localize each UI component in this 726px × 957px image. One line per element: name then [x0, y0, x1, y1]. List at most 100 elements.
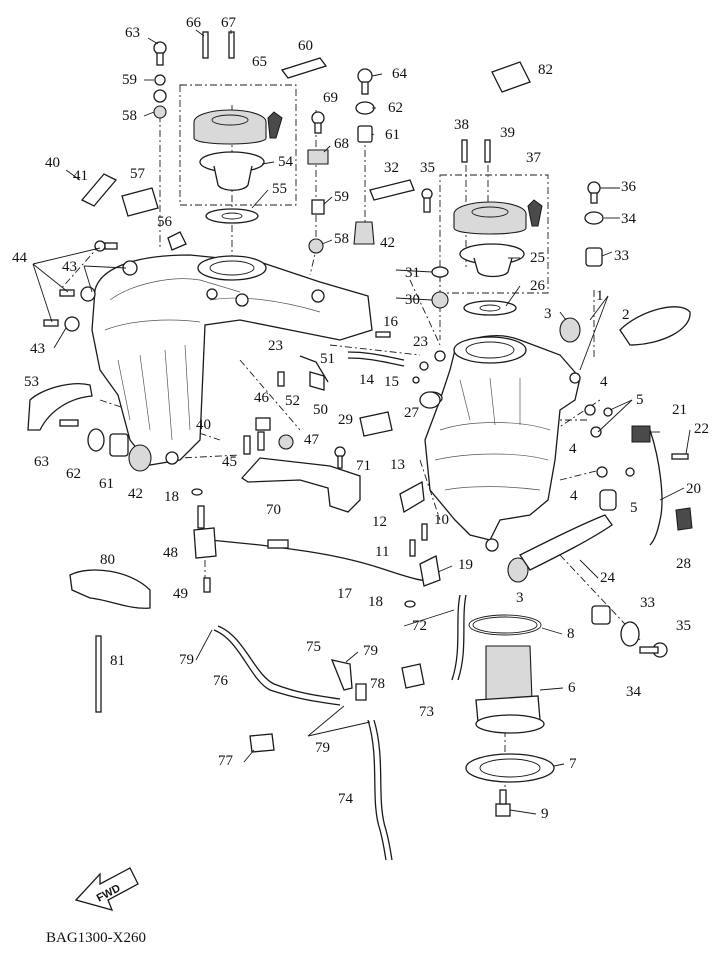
callout-73: 73 — [419, 704, 434, 720]
callout-8: 8 — [567, 626, 575, 642]
callout-5-b: 5 — [630, 500, 638, 516]
callout-14: 14 — [359, 372, 375, 388]
callout-23-right: 23 — [413, 334, 428, 350]
fuel-tank-right-half — [421, 335, 581, 552]
callout-13: 13 — [390, 457, 405, 473]
callout-35-top: 35 — [420, 160, 435, 176]
callout-34-bottom: 34 — [626, 684, 642, 700]
callout-27: 27 — [404, 405, 420, 421]
callout-59-top: 59 — [122, 72, 137, 88]
fwd-arrow-icon: FWD — [74, 867, 139, 911]
callout-26: 26 — [530, 278, 546, 294]
callout-82: 82 — [538, 62, 553, 78]
callout-6: 6 — [568, 680, 576, 696]
pads-and-decals — [27, 57, 691, 609]
callout-39: 39 — [500, 125, 515, 141]
callout-49: 49 — [173, 586, 188, 602]
callout-11: 11 — [375, 544, 389, 560]
callout-61-bottom: 61 — [99, 476, 114, 492]
callout-23-left: 23 — [268, 338, 283, 354]
callout-31: 31 — [405, 265, 420, 281]
callout-60: 60 — [298, 38, 313, 54]
callout-18-b: 18 — [368, 594, 383, 610]
callout-5-a: 5 — [636, 392, 644, 408]
callout-25: 25 — [530, 250, 545, 266]
callout-75: 75 — [306, 639, 321, 655]
callout-70: 70 — [266, 502, 281, 518]
callout-54: 54 — [278, 154, 294, 170]
callout-79-c: 79 — [315, 740, 330, 756]
callout-80: 80 — [100, 552, 115, 568]
diagram-code: BAG1300-X260 — [46, 930, 146, 946]
filler-cap-assembly-65 — [193, 109, 283, 224]
callout-41: 41 — [73, 168, 88, 184]
callout-51: 51 — [320, 351, 335, 367]
callout-labels: 63 66 67 65 60 64 82 59 58 69 62 61 68 5… — [12, 15, 709, 822]
callout-32: 32 — [384, 160, 399, 176]
callout-53: 53 — [24, 374, 39, 390]
callout-18-a: 18 — [164, 489, 179, 505]
callout-9: 9 — [541, 806, 549, 822]
callout-42-bottom: 42 — [128, 486, 143, 502]
callout-33-bottom: 33 — [640, 595, 655, 611]
callout-1: 1 — [596, 288, 604, 304]
callout-65: 65 — [252, 54, 267, 70]
callout-68: 68 — [334, 136, 349, 152]
callout-45: 45 — [222, 454, 237, 470]
callout-78: 78 — [370, 676, 385, 692]
callout-28: 28 — [676, 556, 691, 572]
callout-4-b: 4 — [569, 441, 577, 457]
fasteners — [43, 31, 689, 817]
callout-4-a: 4 — [600, 374, 608, 390]
callout-63-top: 63 — [125, 25, 140, 41]
callout-74: 74 — [338, 791, 354, 807]
callout-43-b: 43 — [30, 341, 45, 357]
callout-61-top: 61 — [385, 127, 400, 143]
filler-cap-assembly-37 — [453, 199, 543, 316]
callout-34-top: 34 — [621, 211, 637, 227]
callout-3-bottom: 3 — [516, 590, 524, 606]
callout-79-a: 79 — [179, 652, 194, 668]
callout-62-bottom: 62 — [66, 466, 81, 482]
callout-58-top: 58 — [122, 108, 137, 124]
callout-66: 66 — [186, 15, 202, 31]
callout-3-top: 3 — [544, 306, 552, 322]
callout-44: 44 — [12, 250, 28, 266]
callout-22: 22 — [694, 421, 709, 437]
callout-48: 48 — [163, 545, 178, 561]
callout-16: 16 — [383, 314, 399, 330]
callout-81: 81 — [110, 653, 125, 669]
callout-47: 47 — [304, 432, 320, 448]
callout-2: 2 — [622, 307, 630, 323]
callout-57: 57 — [130, 166, 146, 182]
callout-59-mid: 59 — [334, 189, 349, 205]
callout-40-bottom: 40 — [196, 417, 211, 433]
fuel-pump-assembly — [465, 614, 555, 783]
callout-52: 52 — [285, 393, 300, 409]
callout-4-c: 4 — [570, 488, 578, 504]
callout-67: 67 — [221, 15, 237, 31]
callout-7: 7 — [569, 756, 577, 772]
callout-64: 64 — [392, 66, 408, 82]
label-leaders — [32, 29, 691, 815]
callout-10: 10 — [434, 512, 449, 528]
callout-33-top: 33 — [614, 248, 629, 264]
callout-69: 69 — [323, 90, 338, 106]
callout-37: 37 — [526, 150, 542, 166]
callout-58-mid: 58 — [334, 231, 349, 247]
callout-19: 19 — [458, 557, 473, 573]
callout-50: 50 — [313, 402, 328, 418]
callout-71: 71 — [356, 458, 371, 474]
hoses-and-lines — [95, 351, 693, 861]
callout-40-top: 40 — [45, 155, 60, 171]
callout-29: 29 — [338, 412, 353, 428]
callout-35-bottom: 35 — [676, 618, 691, 634]
callout-38: 38 — [454, 117, 469, 133]
callout-12: 12 — [372, 514, 387, 530]
box-65 — [179, 84, 297, 206]
callout-15: 15 — [384, 374, 399, 390]
callout-76: 76 — [213, 673, 229, 689]
callout-55: 55 — [272, 181, 287, 197]
callout-20: 20 — [686, 481, 701, 497]
